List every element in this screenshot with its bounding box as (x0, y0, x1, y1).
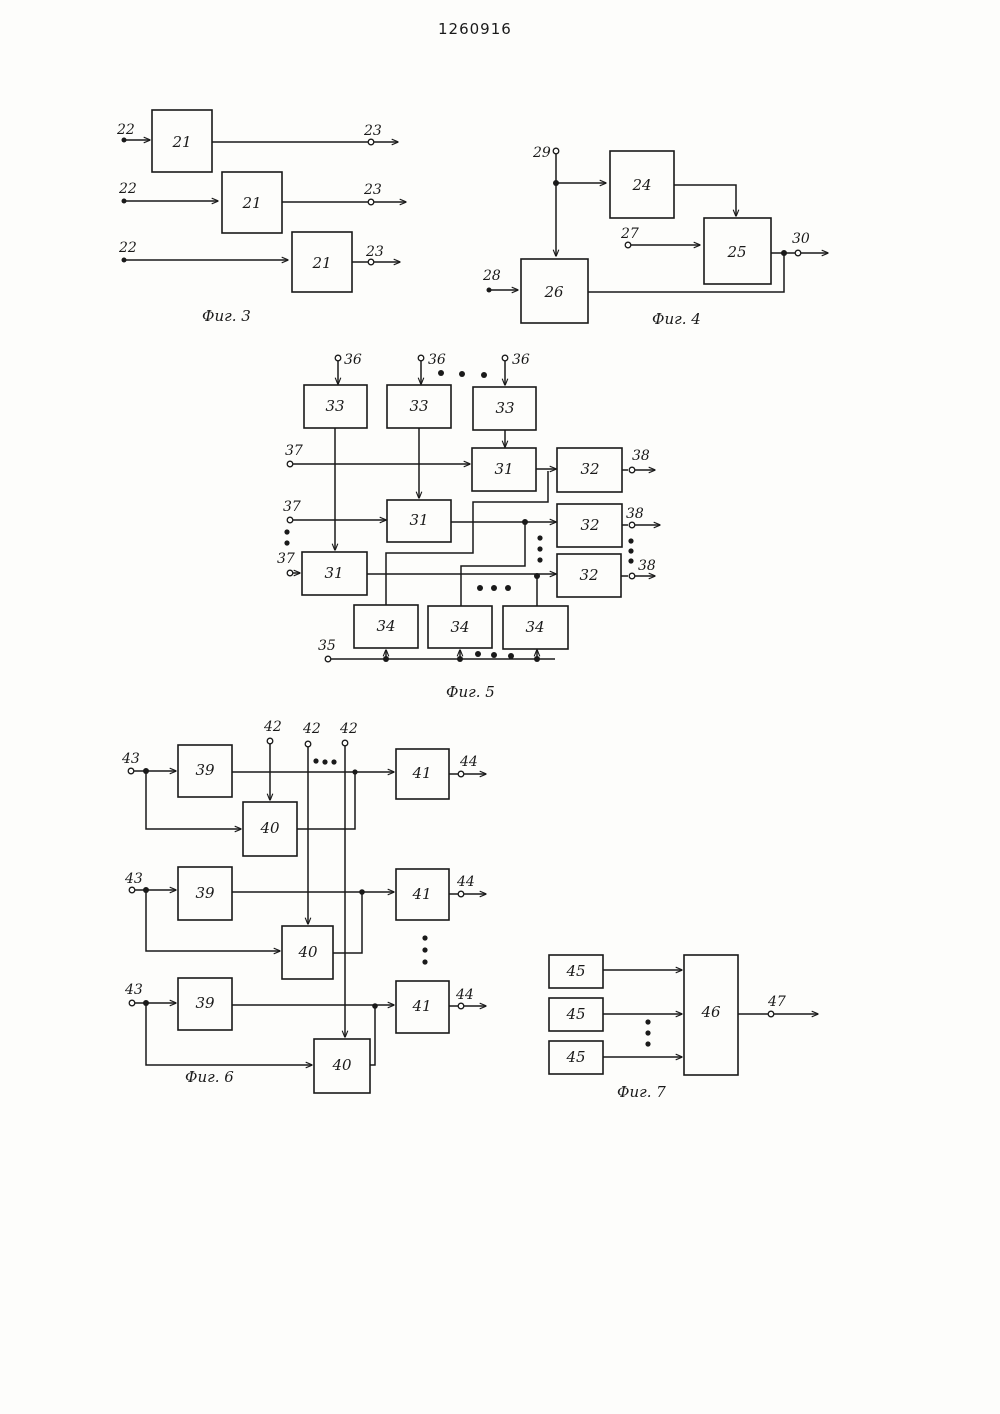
block-41-a-label: 41 (411, 764, 431, 782)
block-46-label: 46 (700, 1003, 721, 1021)
block-34-c-label: 34 (525, 618, 544, 636)
block-45-b-label: 45 (565, 1005, 585, 1023)
output-38-a: 38 (632, 448, 650, 464)
input-42-a: 42 (263, 719, 282, 735)
input-43-c: 43 (124, 982, 143, 998)
fig4-caption: Фиг. 4 (652, 310, 701, 328)
figure-3: 21 21 21 22 22 22 23 23 23 Фиг. 3 (116, 110, 406, 325)
block-45-c-label: 45 (565, 1048, 585, 1066)
block-39-c-label: 39 (195, 994, 215, 1012)
block-45-a-label: 45 (565, 962, 585, 980)
input-36-c: 36 (512, 352, 530, 368)
block-25-label: 25 (726, 243, 746, 261)
input-29: 29 (532, 145, 551, 161)
block-32-c-label: 32 (579, 566, 598, 584)
block-39-b-label: 39 (195, 884, 215, 902)
fig3-caption: Фиг. 3 (202, 307, 251, 325)
input-36-a: 36 (344, 352, 362, 368)
input-37-b: 37 (283, 499, 301, 515)
output-44-c: 44 (455, 987, 474, 1003)
figure-7: 45 45 45 46 47 Фиг. 7 (549, 955, 818, 1101)
block-33-b-label: 33 (409, 397, 428, 415)
block-32-b-label: 32 (580, 516, 599, 534)
output-44-b: 44 (456, 874, 475, 890)
block-32-a-label: 32 (580, 460, 599, 478)
block-31-c-label: 31 (324, 564, 343, 582)
block-41-b-label: 41 (411, 885, 431, 903)
block-34-a-label: 34 (376, 617, 395, 635)
block-33-c-label: 33 (495, 399, 514, 417)
figure-6: 39 40 41 39 40 41 39 40 41 42 42 42 43 4… (121, 719, 486, 1093)
block-26-label: 26 (543, 283, 564, 301)
block-21-c-label: 21 (311, 254, 331, 272)
output-23-b: 23 (363, 182, 382, 198)
input-37-a: 37 (285, 443, 303, 459)
input-36-b: 36 (428, 352, 446, 368)
input-37-c: 37 (277, 551, 295, 567)
output-38-c: 38 (638, 558, 656, 574)
block-40-c-label: 40 (331, 1056, 352, 1074)
output-23-c: 23 (365, 244, 384, 260)
input-22-b: 22 (118, 181, 137, 197)
fig6-caption: Фиг. 6 (185, 1068, 234, 1086)
figure-4: 24 25 26 29 27 28 30 Фиг. 4 (482, 145, 828, 328)
input-43-a: 43 (121, 751, 140, 767)
input-27: 27 (620, 226, 639, 242)
block-39-a-label: 39 (195, 761, 215, 779)
output-23-a: 23 (363, 123, 382, 139)
fig5-caption: Фиг. 5 (446, 683, 495, 701)
block-31-a-label: 31 (494, 460, 513, 478)
input-35: 35 (318, 638, 336, 654)
output-38-b: 38 (626, 506, 644, 522)
block-31-b-label: 31 (409, 511, 428, 529)
input-22-c: 22 (118, 240, 137, 256)
block-34-b-label: 34 (450, 618, 469, 636)
block-21-b-label: 21 (241, 194, 261, 212)
input-42-b: 42 (302, 721, 321, 737)
block-33-a-label: 33 (325, 397, 344, 415)
block-24-label: 24 (631, 176, 651, 194)
output-30: 30 (792, 231, 810, 247)
input-22-a: 22 (116, 122, 135, 138)
fig7-caption: Фиг. 7 (617, 1083, 666, 1101)
input-43-b: 43 (124, 871, 143, 887)
output-47: 47 (767, 994, 786, 1010)
input-28: 28 (482, 268, 501, 284)
input-42-c: 42 (339, 721, 358, 737)
block-40-a-label: 40 (259, 819, 280, 837)
block-21-a-label: 21 (171, 133, 191, 151)
block-40-b-label: 40 (297, 943, 318, 961)
output-44-a: 44 (459, 754, 478, 770)
figure-5: 33 33 33 31 31 31 32 32 32 34 34 34 36 (277, 352, 660, 701)
block-41-c-label: 41 (411, 997, 431, 1015)
